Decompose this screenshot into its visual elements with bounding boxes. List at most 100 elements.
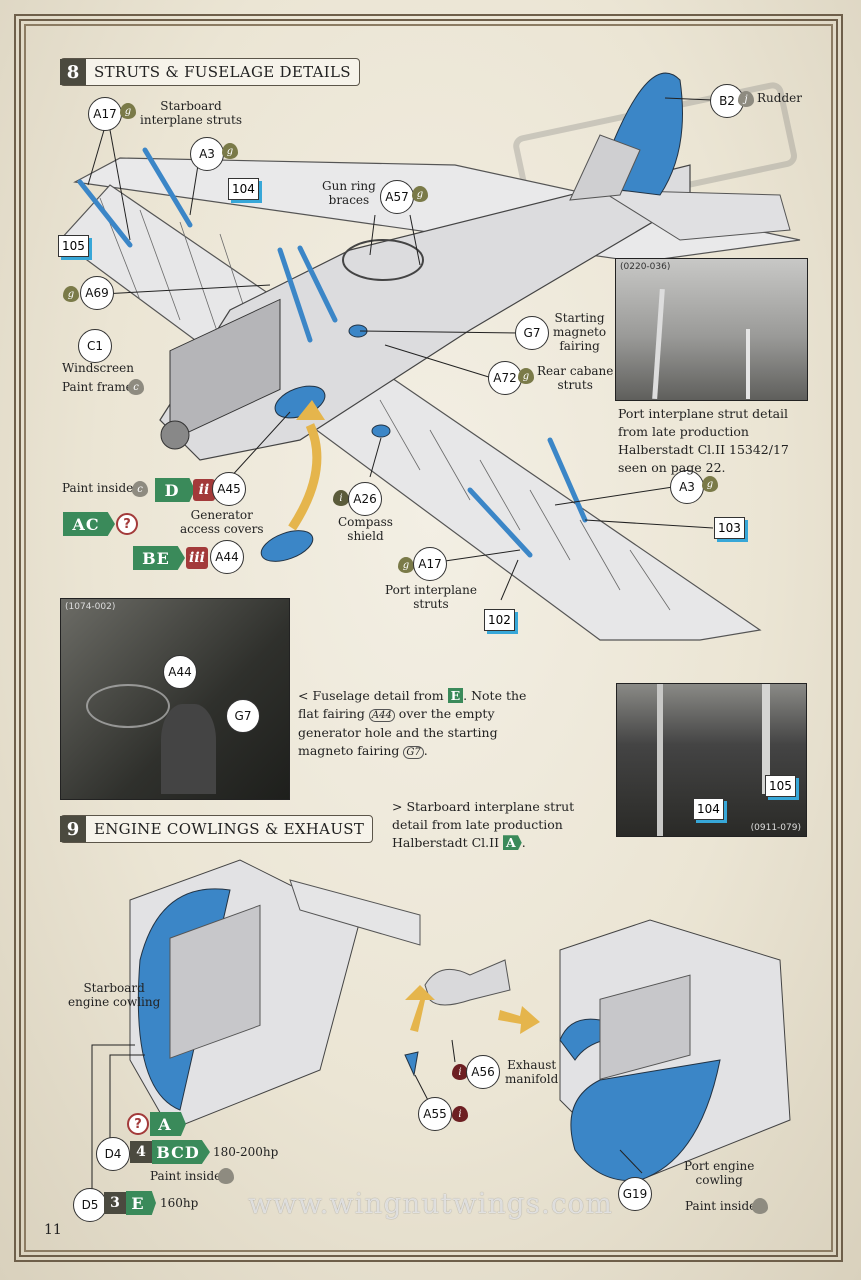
prop-hub — [160, 420, 190, 450]
section-9-number: 9 — [60, 816, 86, 842]
label-windscreen: Windscreen — [62, 361, 134, 375]
label-hp-160: 160hp — [160, 1196, 199, 1210]
part-a17-top: A17 — [88, 97, 122, 131]
part-a55: A55 — [418, 1097, 452, 1131]
label-gun-ring: Gun ring braces — [322, 179, 376, 207]
part-a26: A26 — [348, 482, 382, 516]
exhaust-arrow-up — [405, 985, 435, 1032]
paint-g-icon: g — [412, 186, 428, 202]
label-starboard-struts: Starboard interplane struts — [140, 99, 242, 127]
part-g19: G19 — [618, 1177, 652, 1211]
label-starting-magneto: Starting magneto fairing — [553, 311, 607, 353]
paint-i-icon: i — [452, 1106, 468, 1122]
label-starboard-cowling: Starboard engine cowling — [68, 981, 161, 1009]
paint-g-icon: g — [702, 476, 718, 492]
paint-g-icon: g — [222, 143, 238, 159]
photo-box-104: 104 — [693, 798, 724, 820]
a55-part — [404, 1051, 419, 1077]
paint-i-icon: i — [333, 490, 349, 506]
label-exhaust: Exhaust manifold — [505, 1058, 559, 1086]
part-a57: A57 — [380, 180, 414, 214]
part-d5: D5 — [73, 1188, 107, 1222]
tag-4: 4 — [130, 1141, 152, 1163]
paint-j-icon: j — [738, 91, 754, 107]
section-8-title: STRUTS & FUSELAGE DETAILS — [94, 63, 351, 81]
tag-3: 3 — [104, 1192, 126, 1214]
label-paint-inside-2: Paint inside — [685, 1199, 757, 1213]
part-a3-top: A3 — [190, 137, 224, 171]
page-number: 11 — [44, 1222, 62, 1238]
compass-shield — [371, 424, 391, 438]
box-105: 105 — [58, 235, 89, 257]
label-paint-frame: Paint frame — [62, 380, 133, 394]
tag-question: ? — [127, 1113, 149, 1135]
paint-c-icon: c — [128, 379, 144, 395]
main-wing — [59, 184, 762, 641]
tag-ac: AC — [63, 512, 115, 536]
paint-c-icon — [752, 1198, 768, 1214]
page-border — [14, 14, 843, 1262]
watermark: www.wingnutwings.com — [248, 1187, 613, 1220]
part-a56: A56 — [466, 1055, 500, 1089]
struts-blue — [77, 147, 588, 558]
fuselage-caption: < Fuselage detail from E. Note the flat … — [298, 688, 527, 759]
starboard-caption: > Starboard interplane strut detail from… — [392, 799, 575, 851]
exhaust-arrow-right — [498, 1006, 540, 1034]
tail-plane — [598, 189, 791, 241]
photo-id: (0911-079) — [750, 823, 801, 833]
label-paint-inside-1: Paint inside — [150, 1169, 222, 1183]
generator-cover-loose — [260, 530, 314, 562]
label-port-cowling: Port engine cowling — [684, 1159, 755, 1187]
part-a3-bottom: A3 — [670, 470, 704, 504]
label-paint-inside: Paint inside — [62, 481, 134, 495]
paint-g-icon: g — [120, 103, 136, 119]
part-d4: D4 — [96, 1137, 130, 1171]
photo-box-105: 105 — [765, 775, 796, 797]
label-rudder: Rudder — [757, 91, 802, 105]
section-9-header: 9 ENGINE COWLINGS & EXHAUST — [60, 815, 374, 843]
photo-port-strut-caption: Port interplane strut detail from late p… — [618, 406, 789, 476]
part-a69: A69 — [80, 276, 114, 310]
paint-g-icon: g — [398, 557, 414, 573]
tag-a: A — [150, 1112, 186, 1136]
paint-g-icon: g — [518, 368, 534, 384]
part-a45: A45 — [212, 472, 246, 506]
paint-g-icon: g — [63, 286, 79, 302]
photo-id: (0220-036) — [620, 262, 671, 272]
part-b2: B2 — [710, 84, 744, 118]
part-a44: A44 — [210, 540, 244, 574]
tag-iii: iii — [186, 547, 208, 569]
box-104: 104 — [228, 178, 259, 200]
starboard-engine-drawing — [129, 859, 421, 1131]
box-103: 103 — [714, 517, 745, 539]
leader-lines — [82, 97, 714, 601]
tag-ii: ii — [193, 479, 215, 501]
paint-c-icon — [218, 1168, 234, 1184]
label-rear-cabane: Rear cabane struts — [537, 364, 614, 392]
label-hp-180-200: 180-200hp — [213, 1145, 279, 1159]
photo-part-g7: G7 — [226, 699, 260, 733]
tag-d: D — [155, 478, 195, 502]
part-a72: A72 — [488, 361, 522, 395]
exhaust-drawing — [404, 959, 540, 1077]
tag-question: ? — [116, 513, 138, 535]
label-generator: Generator access covers — [180, 508, 264, 536]
paint-i-icon: i — [452, 1064, 468, 1080]
box-102: 102 — [484, 609, 515, 631]
engine-block — [169, 298, 281, 442]
photo-port-strut: (0220-036) — [615, 258, 808, 401]
photo-id: (1074-002) — [65, 602, 116, 612]
photo-starboard-strut: 105 104 (0911-079) — [616, 683, 807, 837]
yellow-arrow — [288, 423, 322, 531]
part-g7: G7 — [515, 316, 549, 350]
tag-be: BE — [133, 546, 185, 570]
paint-c-icon: c — [132, 481, 148, 497]
tag-e: E — [126, 1191, 156, 1215]
photo-fuselage-detail: (1074-002) A44 G7 — [60, 598, 290, 800]
gun-ring — [342, 239, 424, 281]
fin — [569, 134, 641, 201]
tag-bcd: BCD — [152, 1140, 210, 1164]
part-c1: C1 — [78, 329, 112, 363]
label-port-struts: Port interplane struts — [385, 583, 477, 611]
